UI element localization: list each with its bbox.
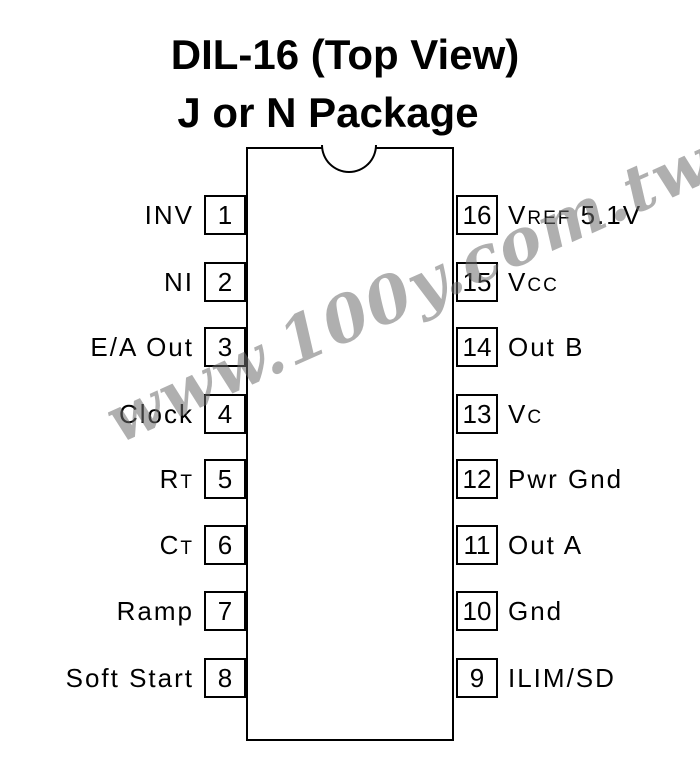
pin-label: VC [508,394,543,438]
pin-label: CT [160,525,194,569]
pin-label-subscript: REF [527,208,572,229]
pin-label-subscript: T [180,472,194,493]
pin-2-box: 2 [204,262,246,302]
pin-label: Out B [508,327,584,367]
pin-label-text: Soft Start [65,663,194,693]
pin-7-box: 7 [204,591,246,631]
pin-13-box: 13 [456,394,498,434]
pin-10-box: 10 [456,591,498,631]
pin-1-box: 1 [204,195,246,235]
pin-label-subscript: CC [527,275,559,296]
pin-11-box: 11 [456,525,498,565]
pin-14-box: 14 [456,327,498,367]
pin-label-suffix: 5.1V [571,200,643,230]
pin-16-box: 16 [456,195,498,235]
page-title: DIL-16 (Top View) [170,31,520,78]
pin-label: NI [164,262,194,302]
pin-label: ILIM/SD [508,658,616,698]
pin-15-box: 15 [456,262,498,302]
pin-label-text: V [508,399,528,429]
pin-label: VREF 5.1V [508,195,642,239]
pin-label-subscript: T [180,538,194,559]
pin-3-box: 3 [204,327,246,367]
pin-label-text: Clock [118,399,194,429]
pin-label-subscript: C [527,407,544,428]
pin-5-box: 5 [204,459,246,499]
pin-label: Pwr Gnd [508,459,623,499]
pin-label-text: Pwr Gnd [508,464,624,494]
pin-label: Soft Start [66,658,194,698]
pin-12-box: 12 [456,459,498,499]
pin-6-box: 6 [204,525,246,565]
pin-label: RT [160,459,194,503]
pin-4-box: 4 [204,394,246,434]
pin-9-box: 9 [456,658,498,698]
pin-label-text: V [508,267,528,297]
pin-label-text: Out A [508,530,584,560]
pin-label-text: R [159,464,181,494]
pin-label: Out A [508,525,583,565]
pin-label-text: Ramp [116,596,194,626]
pin-label: Ramp [117,591,194,631]
pin-label-text: V [508,200,528,230]
pin-label: Gnd [508,591,563,631]
pin-label-text: E/A Out [90,332,194,362]
pin-label-text: ILIM/SD [508,663,616,693]
pin-label: INV [145,195,194,235]
pin-label: VCC [508,262,559,306]
pin-label-text: C [159,530,181,560]
package-subtitle: J or N Package [177,89,479,136]
pin-label-text: Gnd [508,596,564,626]
pin-8-box: 8 [204,658,246,698]
ic-body [246,147,454,741]
pin-label-text: INV [144,200,194,230]
pin-label: Clock [119,394,194,434]
pin-label-text: Out B [508,332,585,362]
pin-label: E/A Out [90,327,194,367]
pin-label-text: NI [164,267,194,297]
